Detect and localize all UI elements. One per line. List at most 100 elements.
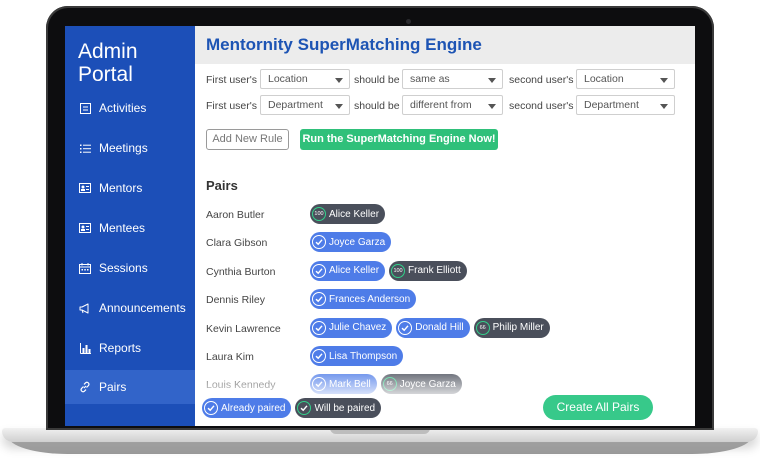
mentor-chips: Frances Anderson: [310, 289, 417, 310]
rule-prefix-label: First user's: [206, 74, 258, 86]
first-user-field-select[interactable]: Location: [260, 69, 350, 89]
sidebar-item-pairs[interactable]: Pairs: [65, 370, 195, 404]
sidebar-item-announcements[interactable]: Announcements: [65, 292, 195, 324]
sidebar-item-label: Activities: [99, 101, 147, 115]
laptop-notch: [330, 428, 430, 434]
mentor-name: Lisa Thompson: [329, 350, 398, 362]
select-value: Location: [268, 73, 308, 85]
sidebar-item-sessions[interactable]: Sessions: [65, 252, 195, 284]
paired-mentor-chip[interactable]: Frances Anderson: [310, 289, 417, 310]
mentor-chips: Lisa Thompson: [310, 346, 404, 366]
page-header: Mentornity SuperMatching Engine: [195, 26, 695, 64]
chevron-down-icon: [335, 78, 343, 83]
mentor-name: Julie Chavez: [329, 322, 387, 334]
check-circle-icon: [398, 320, 413, 335]
pair-legend: Already paired Will be paired: [202, 398, 382, 418]
legend-already-paired: Already paired: [202, 398, 292, 418]
operator-select[interactable]: different from: [402, 95, 503, 115]
chevron-down-icon: [488, 78, 496, 83]
paired-mentor-chip[interactable]: Donald Hill: [396, 317, 470, 338]
mentor-name: Philip Miller: [492, 322, 544, 334]
paired-mentor-chip[interactable]: Alice Keller: [310, 260, 386, 281]
pair-row: Laura Kim Lisa Thompson: [206, 346, 686, 368]
mentor-name: Donald Hill: [415, 322, 464, 334]
mentee-name: Laura Kim: [206, 351, 254, 363]
chevron-down-icon: [335, 104, 343, 109]
check-circle-icon: [312, 263, 326, 278]
sidebar-item-label: Mentees: [99, 221, 146, 235]
calendar-icon: [79, 262, 91, 274]
legend-label: Already paired: [221, 402, 286, 414]
app-screen: Admin Portal Activities Meetings Mentors…: [65, 26, 695, 426]
megaphone-icon: [79, 302, 91, 314]
mentor-name: Joyce Garza: [329, 236, 386, 248]
second-user-field-select[interactable]: Location: [576, 69, 675, 89]
paired-mentor-chip[interactable]: Joyce Garza: [310, 232, 392, 253]
first-user-field-select[interactable]: Department: [260, 95, 350, 115]
sidebar-item-reports[interactable]: Reports: [65, 332, 195, 364]
create-all-pairs-button[interactable]: Create All Pairs: [543, 395, 653, 420]
paired-mentor-chip[interactable]: Lisa Thompson: [310, 346, 404, 366]
check-circle-icon: [204, 401, 218, 415]
activities-icon: [79, 102, 91, 114]
laptop-base: [2, 428, 758, 442]
chevron-down-icon: [488, 104, 496, 109]
rule-second-label: second user's: [509, 74, 574, 86]
chevron-down-icon: [660, 104, 668, 109]
mentee-name: Cynthia Burton: [206, 265, 276, 278]
link-icon: [79, 381, 91, 393]
mentor-chips: Joyce Garza: [310, 232, 392, 253]
id-card-icon: [79, 222, 91, 234]
sidebar-item-mentors[interactable]: Mentors: [65, 172, 195, 204]
check-circle-icon: [312, 292, 326, 307]
mentor-name: Frances Anderson: [329, 293, 411, 305]
sidebar-item-label: Reports: [99, 341, 142, 355]
check-circle-icon: [312, 349, 326, 363]
run-matching-engine-button[interactable]: Run the SuperMatching Engine Now!: [300, 129, 498, 150]
operator-select[interactable]: same as: [402, 69, 503, 89]
brand-title: Admin Portal: [78, 40, 138, 86]
select-value: different from: [410, 99, 472, 111]
mentee-name: Kevin Lawrence: [206, 322, 281, 335]
mentee-name: Clara Gibson: [206, 237, 268, 250]
check-circle-icon: [312, 235, 326, 250]
select-value: same as: [410, 73, 450, 85]
paired-mentor-chip[interactable]: Julie Chavez: [310, 317, 393, 338]
sidebar-item-activities[interactable]: Activities: [65, 92, 195, 124]
pairs-heading: Pairs: [206, 178, 238, 193]
legend-will-be-paired: Will be paired: [295, 398, 382, 418]
list-icon: [79, 142, 91, 154]
match-score-badge: 100: [312, 207, 326, 221]
rule-prefix-label: First user's: [206, 100, 258, 112]
camera-dot: [406, 19, 411, 24]
page-title: Mentornity SuperMatching Engine: [206, 35, 482, 54]
second-user-field-select[interactable]: Department: [576, 95, 675, 115]
check-circle-icon: [297, 401, 312, 415]
pair-row: Clara Gibson Joyce Garza: [206, 232, 686, 254]
bar-chart-icon: [79, 342, 91, 354]
mentor-name: Frank Elliott: [408, 265, 461, 277]
mentor-name: Alice Keller: [329, 208, 380, 220]
sidebar-item-mentees[interactable]: Mentees: [65, 212, 195, 244]
sidebar-item-meetings[interactable]: Meetings: [65, 132, 195, 164]
legend-label: Will be paired: [314, 402, 376, 414]
rule-second-label: second user's: [509, 100, 574, 112]
select-value: Department: [268, 99, 323, 111]
match-score-badge: 100: [391, 263, 406, 278]
match-score-badge: 66: [475, 320, 490, 335]
select-value: Location: [584, 73, 624, 85]
rule-mid-label: should be: [354, 100, 400, 112]
sidebar-item-label: Sessions: [99, 261, 148, 275]
mentee-name: Aaron Butler: [206, 209, 265, 221]
add-new-rule-button[interactable]: Add New Rule: [206, 129, 289, 150]
